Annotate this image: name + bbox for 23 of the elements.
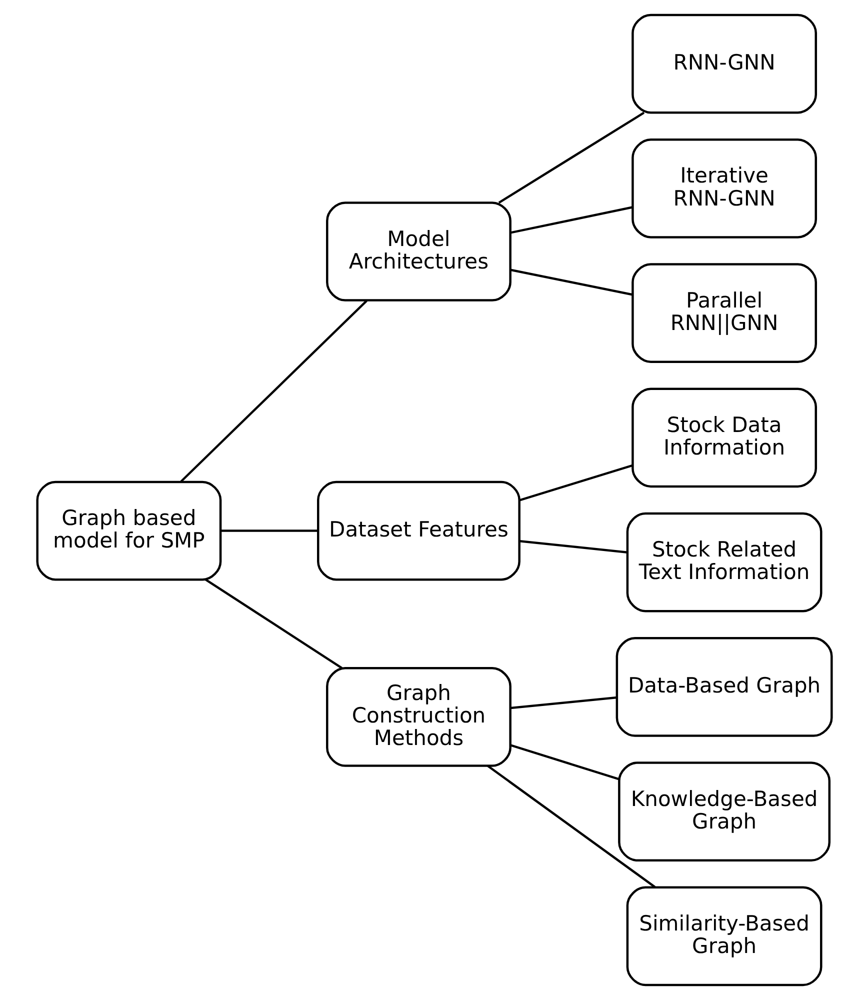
node-box: Stock Related Text Information [626, 512, 822, 612]
node-box: Model Architectures [326, 201, 511, 301]
node-box: Stock Data Information [631, 387, 817, 488]
connector [510, 744, 619, 780]
connector [518, 464, 632, 501]
node-box: Similarity-Based Graph [626, 886, 822, 986]
connector [220, 529, 318, 532]
node-box: Data-Based Graph [615, 636, 832, 736]
node-box: Graph based model for SMP [36, 480, 222, 580]
node-box: Parallel RNN||GNN [631, 262, 817, 362]
connector [510, 206, 632, 234]
connector [180, 299, 367, 482]
connector [486, 764, 656, 888]
node-box: Iterative RNN-GNN [631, 138, 817, 238]
node-box: Dataset Features [316, 480, 520, 580]
node-box: RNN-GNN [631, 13, 817, 114]
node-box: Graph Construction Methods [326, 666, 511, 766]
node-box: Knowledge-Based Graph [618, 761, 830, 861]
connector [519, 540, 627, 553]
connector [510, 696, 617, 709]
connector [204, 578, 342, 668]
connector [510, 268, 632, 296]
connector [498, 111, 644, 204]
